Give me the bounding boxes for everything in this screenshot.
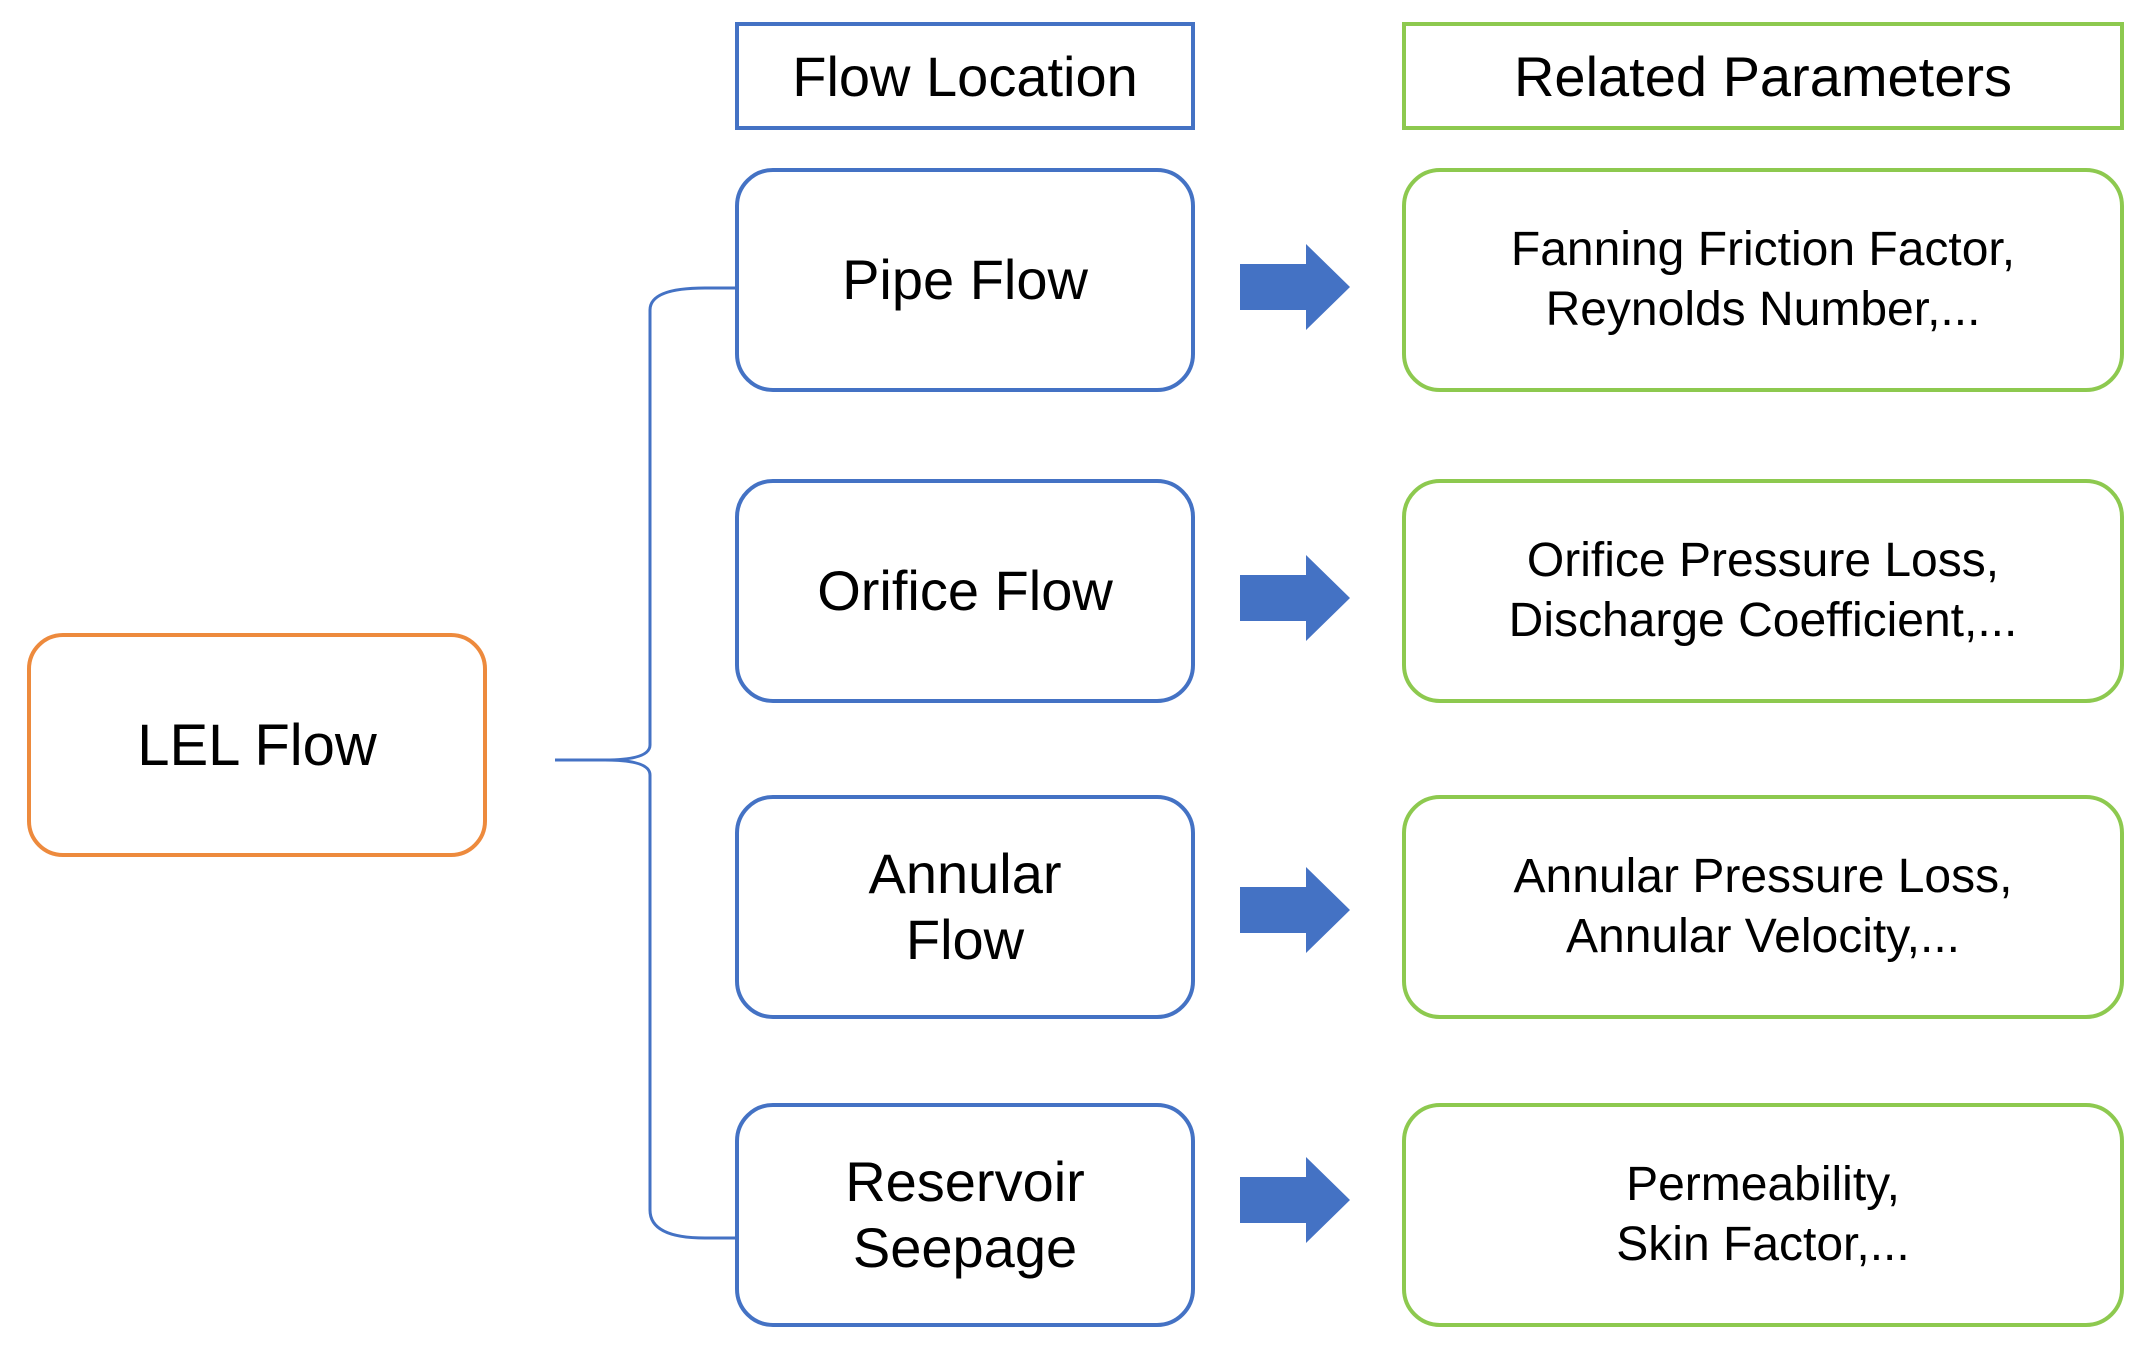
parameter-node-annular-flow: Annular Pressure Loss, Annular Velocity,… [1402, 795, 2124, 1019]
root-node-lel-flow: LEL Flow [27, 633, 487, 857]
location-node-pipe-flow: Pipe Flow [735, 168, 1195, 392]
location-node-label: Annular Flow [868, 841, 1062, 971]
brace-connector [555, 286, 735, 1240]
right-arrow-icon [1240, 244, 1350, 330]
right-arrow-icon [1240, 1157, 1350, 1243]
location-node-label: Orifice Flow [817, 558, 1113, 622]
parameter-node-pipe-flow: Fanning Friction Factor, Reynolds Number… [1402, 168, 2124, 392]
right-arrow-icon [1240, 555, 1350, 641]
parameter-node-label: Fanning Friction Factor, Reynolds Number… [1510, 223, 2016, 336]
related-parameters-header-label: Related Parameters [1513, 44, 2012, 108]
location-node-orifice-flow: Orifice Flow [735, 479, 1195, 703]
location-node-label: Reservoir Seepage [845, 1149, 1085, 1279]
arrow-group [1240, 244, 1350, 1243]
flow-location-header: Flow Location [735, 22, 1195, 130]
parameter-node-label: Annular Pressure Loss, Annular Velocity,… [1513, 850, 2013, 963]
location-node-reservoir-seepage: Reservoir Seepage [735, 1103, 1195, 1327]
parameter-node-orifice-flow: Orifice Pressure Loss, Discharge Coeffic… [1402, 479, 2124, 703]
location-node-label: Pipe Flow [842, 247, 1088, 311]
right-arrow-icon [1240, 867, 1350, 953]
root-node-label: LEL Flow [137, 712, 377, 778]
flow-location-header-label: Flow Location [792, 44, 1138, 108]
related-parameters-header: Related Parameters [1402, 22, 2124, 130]
location-node-annular-flow: Annular Flow [735, 795, 1195, 1019]
parameter-node-reservoir-seepage: Permeability, Skin Factor,... [1402, 1103, 2124, 1327]
parameter-node-label: Orifice Pressure Loss, Discharge Coeffic… [1508, 534, 2018, 647]
parameter-node-label: Permeability, Skin Factor,... [1616, 1158, 1910, 1271]
